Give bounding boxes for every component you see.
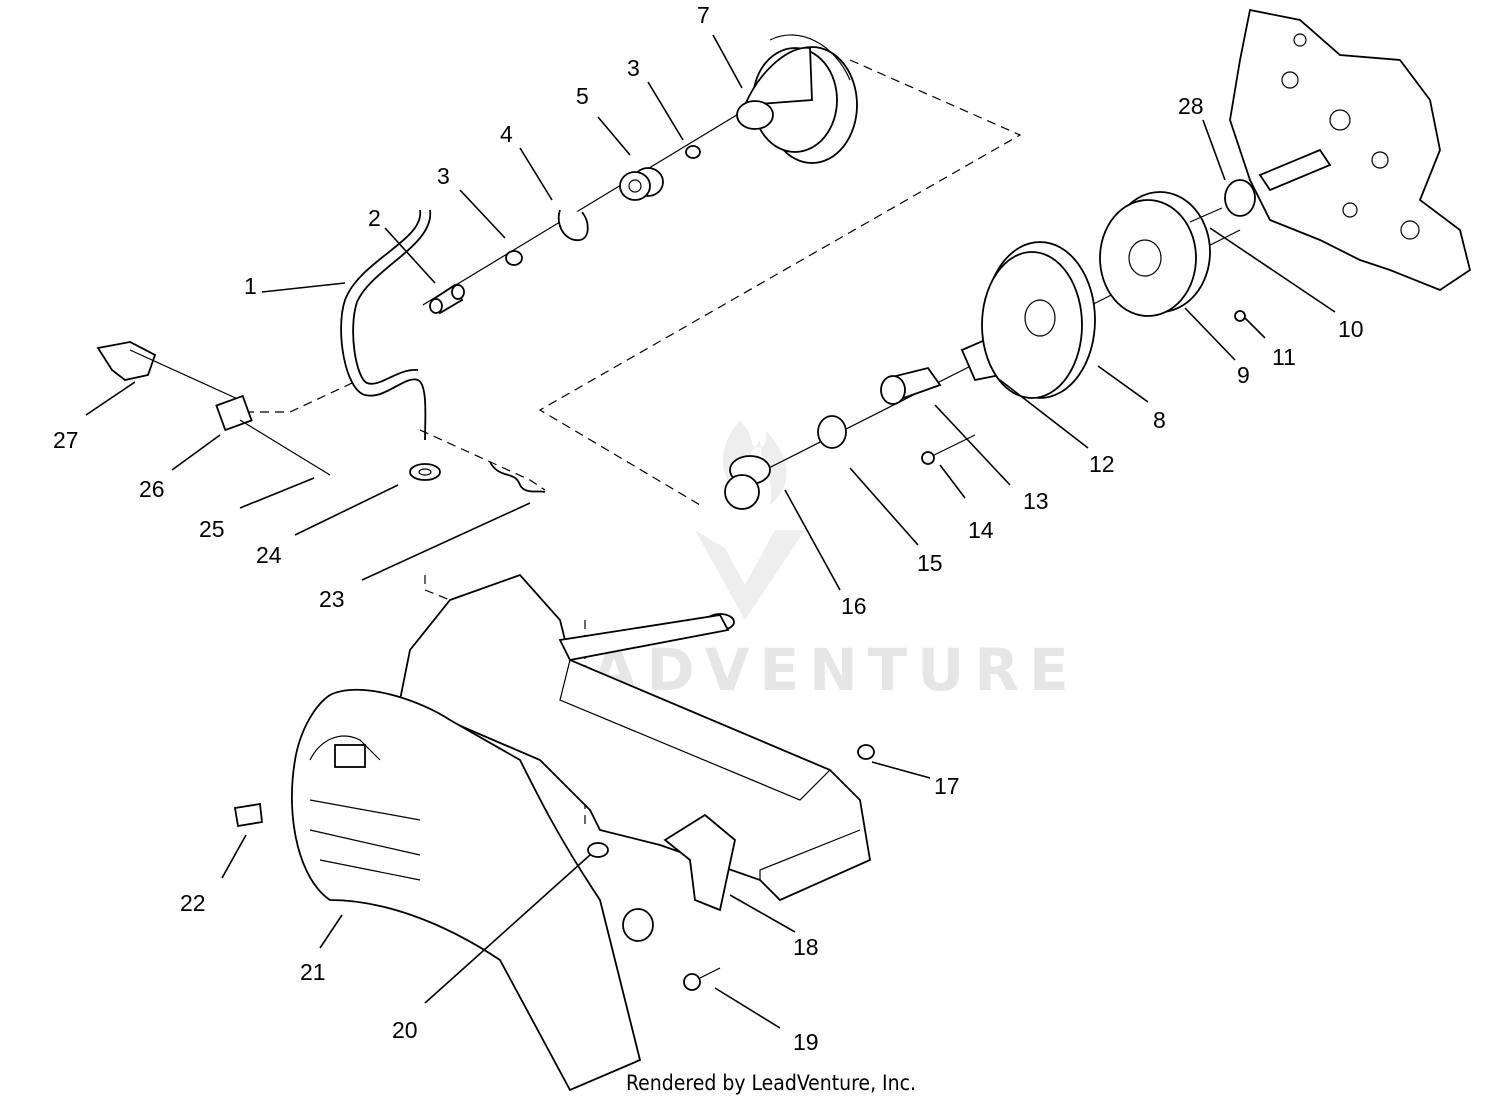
bent-lever-edge bbox=[352, 209, 431, 385]
snap-ring-part bbox=[557, 209, 589, 241]
screw-14-part bbox=[921, 434, 976, 465]
callout-1: 1 bbox=[244, 273, 257, 299]
bushing-16-part bbox=[724, 455, 771, 510]
nut-17-part bbox=[857, 744, 875, 760]
callout-5: 5 bbox=[576, 83, 589, 109]
spacer-15-part bbox=[817, 415, 847, 449]
pulley-10-part bbox=[1099, 191, 1211, 317]
callout-27: 27 bbox=[53, 427, 79, 453]
linkage-parts bbox=[96, 341, 331, 476]
callout-20: 20 bbox=[392, 1017, 418, 1043]
callout-8: 8 bbox=[1153, 407, 1166, 433]
engine-block-part bbox=[1229, 8, 1472, 292]
sleeve-part bbox=[429, 283, 465, 315]
callout-16: 16 bbox=[841, 593, 867, 619]
callout-28: 28 bbox=[1178, 93, 1204, 119]
spacer-13-part bbox=[880, 366, 942, 405]
washer-hole bbox=[418, 468, 432, 476]
knob-part bbox=[622, 908, 654, 942]
shroud-21-part bbox=[291, 688, 642, 1092]
retaining-ring-part-upper bbox=[685, 145, 701, 159]
bolt-19-part bbox=[683, 967, 721, 991]
callout-18: 18 bbox=[793, 934, 819, 960]
retaining-ring-part-lower bbox=[505, 250, 523, 266]
callout-15: 15 bbox=[917, 550, 943, 576]
collar-28-part bbox=[1189, 179, 1256, 223]
callout-14: 14 bbox=[968, 517, 994, 543]
callout-22: 22 bbox=[180, 890, 206, 916]
callout-19: 19 bbox=[793, 1029, 819, 1055]
pulley-8-part bbox=[981, 241, 1096, 399]
callout-9: 9 bbox=[1237, 362, 1250, 388]
callout-23: 23 bbox=[319, 586, 345, 612]
washer-20-part bbox=[587, 842, 609, 858]
callout-26: 26 bbox=[139, 476, 165, 502]
callout-25: 25 bbox=[199, 516, 225, 542]
callout-4: 4 bbox=[500, 121, 513, 147]
callout-2: 2 bbox=[368, 205, 381, 231]
render-credit: Rendered by LeadVenture, Inc. bbox=[626, 1071, 916, 1095]
nut-11-part bbox=[1234, 310, 1246, 322]
bushing-part bbox=[619, 167, 664, 201]
callout-21: 21 bbox=[300, 959, 326, 985]
callout-3-upper: 3 bbox=[627, 55, 640, 81]
callout-11: 11 bbox=[1272, 344, 1296, 370]
callout-3-lower: 3 bbox=[437, 163, 450, 189]
bracket-18-part bbox=[663, 813, 736, 912]
washer-part bbox=[409, 463, 441, 481]
callout-7: 7 bbox=[697, 2, 710, 28]
upper-axis-line bbox=[364, 109, 746, 341]
cable-part bbox=[489, 461, 546, 493]
variable-pulley-part bbox=[736, 34, 858, 164]
callout-17: 17 bbox=[934, 773, 960, 799]
leader-lines bbox=[85, 34, 1336, 1029]
callout-13: 13 bbox=[1023, 488, 1049, 514]
watermark: LEADVENTURE bbox=[495, 420, 1069, 704]
cap-22-part bbox=[233, 802, 263, 828]
callout-24: 24 bbox=[256, 542, 282, 568]
callout-10: 10 bbox=[1338, 316, 1364, 342]
callout-labels: 1 2 3 4 5 3 7 28 10 11 9 8 12 13 14 15 1… bbox=[53, 2, 1364, 1055]
callout-12: 12 bbox=[1089, 451, 1115, 477]
